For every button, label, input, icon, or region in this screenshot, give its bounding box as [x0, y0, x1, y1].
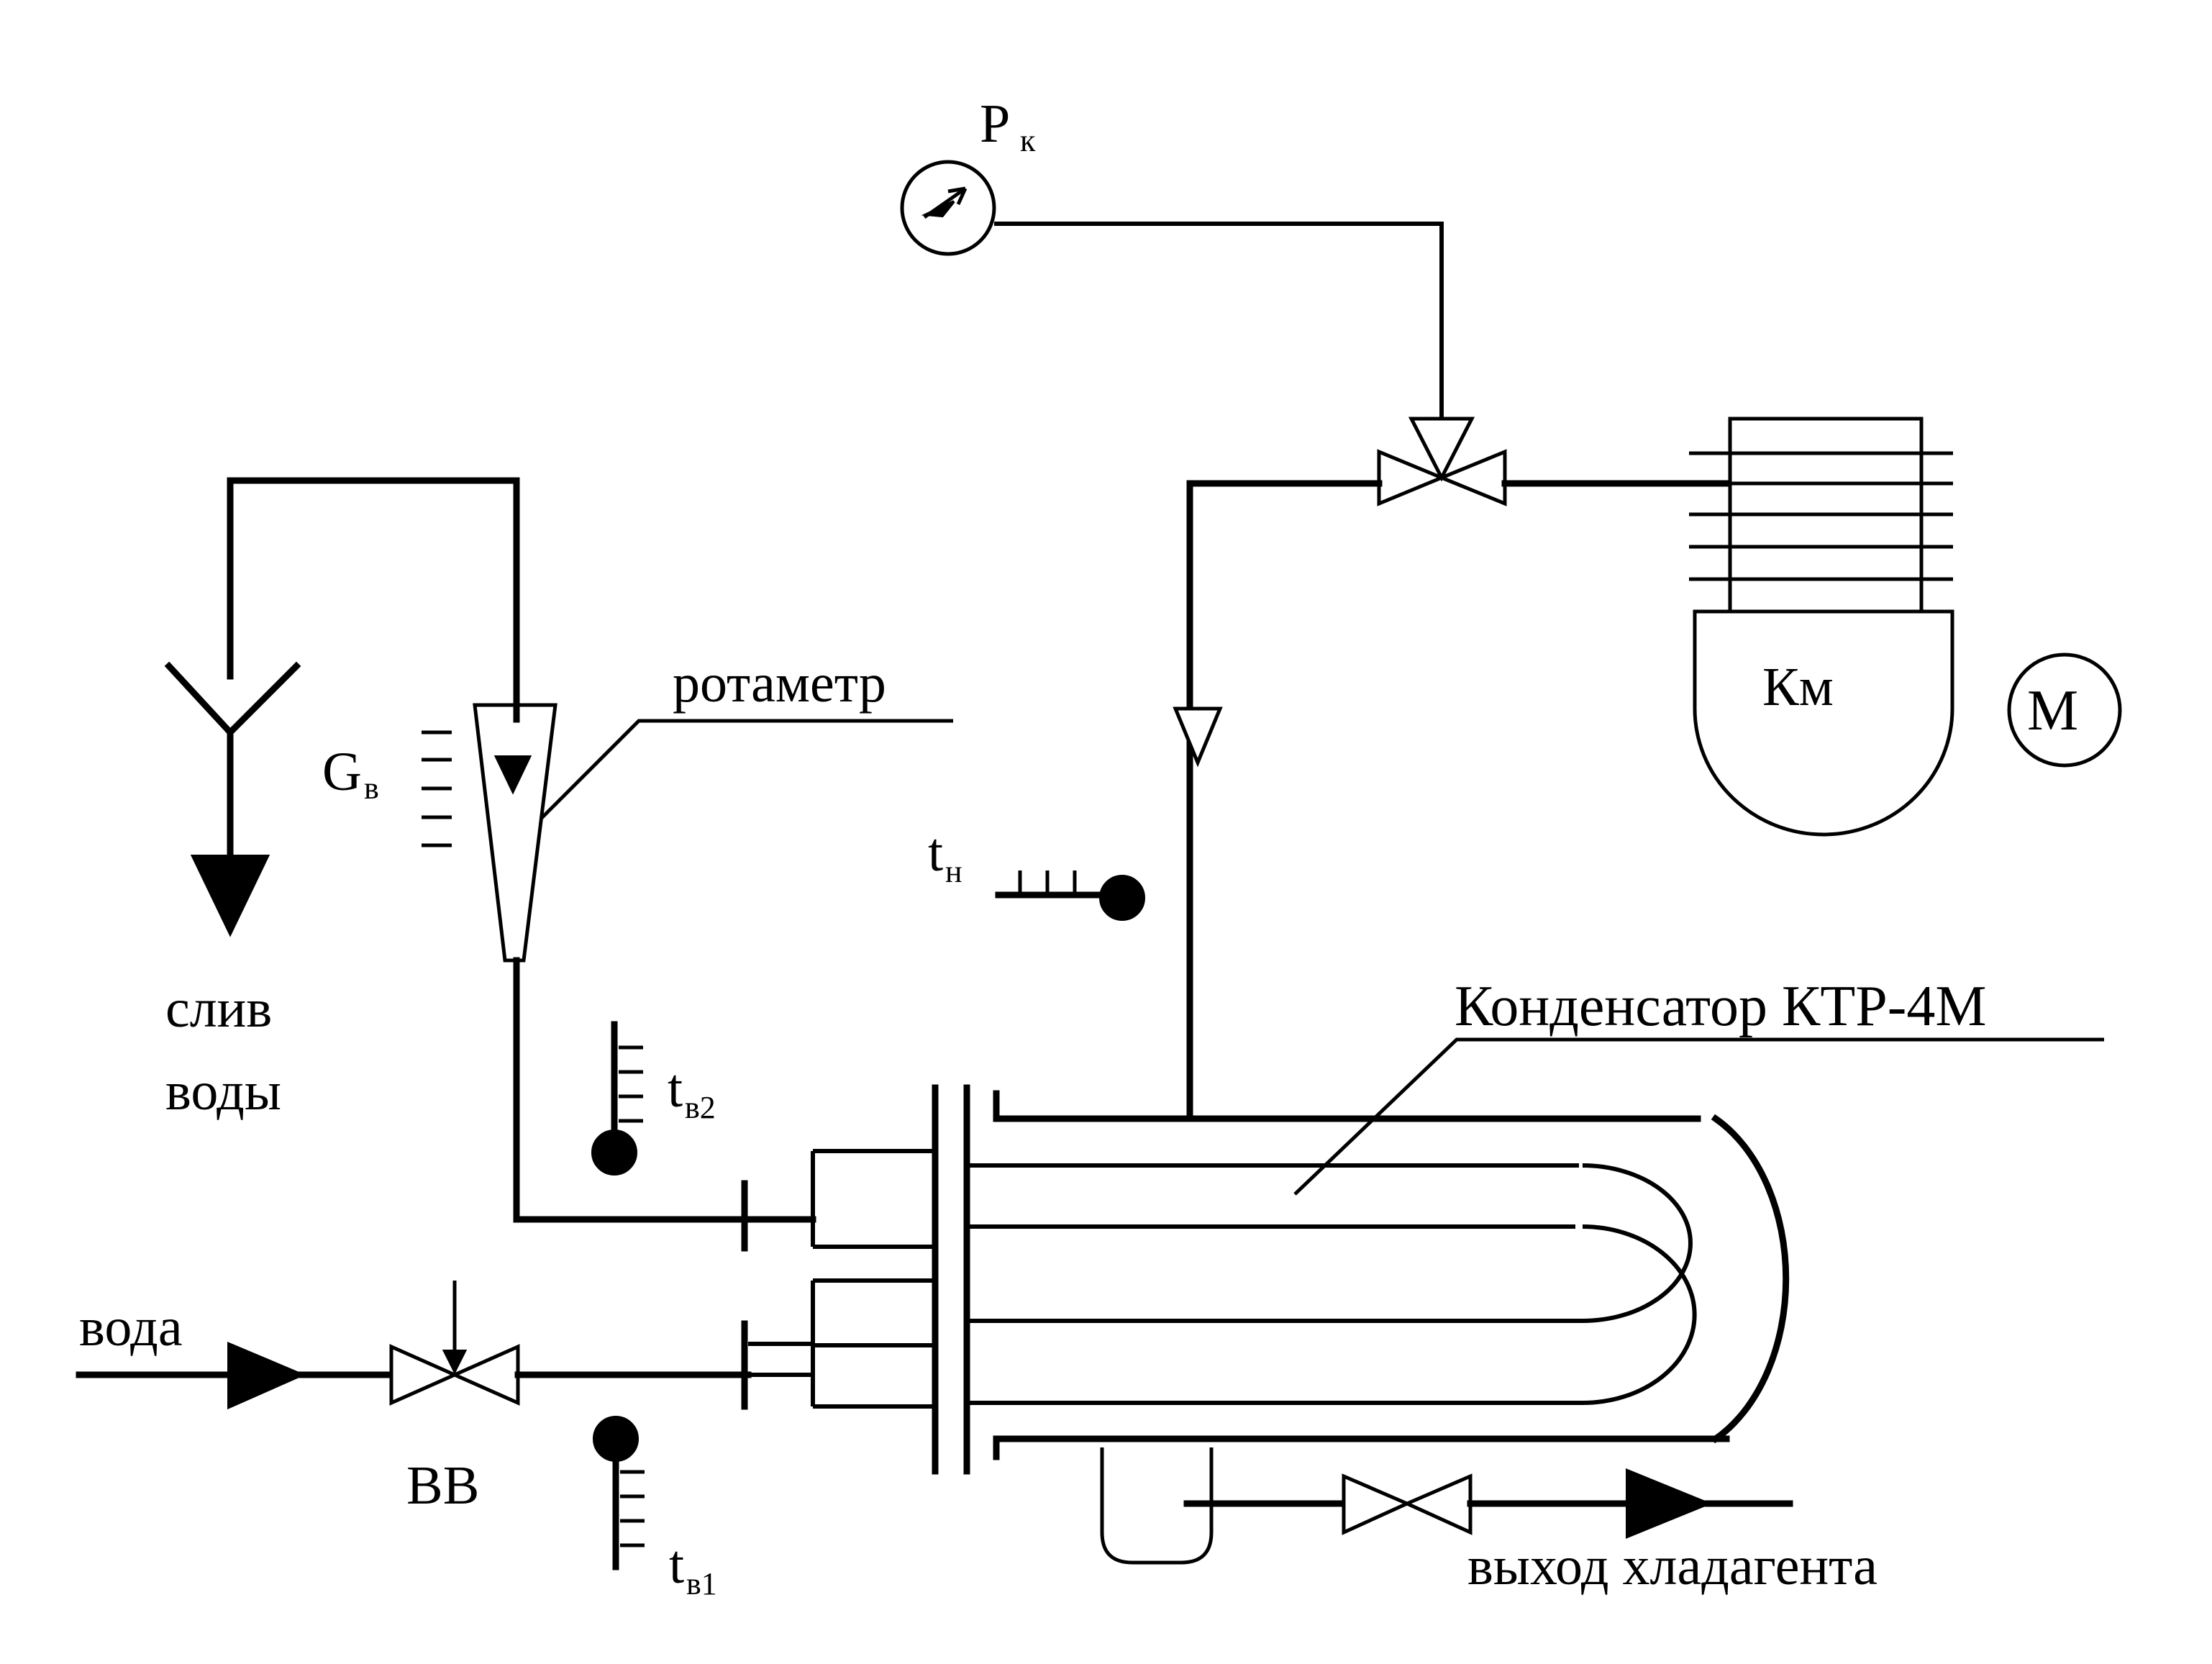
t-in-subscript: в1	[686, 1566, 717, 1601]
t-h-subscript: н	[945, 854, 962, 889]
t-h-label: t	[928, 822, 943, 883]
pressure-label: P	[980, 94, 1010, 154]
thermometer-t-h	[995, 870, 1145, 921]
condenser-water-header	[741, 1084, 970, 1475]
drain-label-line2: воды	[165, 1061, 281, 1122]
thermometer-t-out	[591, 1021, 643, 1176]
three-way-valve	[1377, 417, 1507, 506]
pressure-subscript: к	[1020, 123, 1036, 158]
compressor	[1689, 417, 1954, 837]
refrigerant-out-label: выход хладагента	[1467, 1536, 1878, 1596]
pressure-gauge	[900, 160, 996, 256]
water-inlet-arrow	[227, 1341, 306, 1410]
t-out-label: t	[668, 1058, 683, 1119]
drain-pipe	[227, 477, 520, 723]
refrigerant-out-valve	[1342, 1473, 1473, 1535]
motor-label: М	[2027, 679, 2078, 742]
refrigerant-flow-arrow	[1173, 706, 1223, 768]
t-in-label: t	[669, 1535, 684, 1595]
gauge-impulse-line	[994, 222, 1444, 424]
condenser-shell	[993, 1090, 1790, 1460]
thermometer-t-in	[593, 1416, 645, 1570]
water-valve	[389, 1281, 520, 1406]
discharge-pipe	[1186, 480, 1383, 1122]
t-out-subscript: в2	[685, 1090, 716, 1125]
drain-label-line1: слив	[165, 978, 272, 1039]
water-flow-subscript: в	[364, 770, 379, 806]
water-valve-label: ВВ	[406, 1455, 479, 1516]
condenser-tubes	[967, 1163, 1697, 1405]
water-label: вода	[79, 1297, 183, 1358]
refrigerant-out-arrow	[1626, 1468, 1713, 1539]
rotameter	[422, 703, 557, 963]
rotameter-leader	[540, 719, 953, 820]
compressor-label: Км	[1762, 657, 1834, 717]
water-outlet-pipe	[513, 957, 816, 1223]
condenser-label: Конденсатор КТР-4М	[1455, 975, 1987, 1038]
rotameter-label: ротаметр	[673, 653, 886, 714]
water-flow-label: G	[322, 742, 362, 802]
receiver	[1100, 1447, 1214, 1565]
condenser-leader	[1293, 1037, 2104, 1196]
drain-funnel	[164, 661, 301, 937]
motor-circle	[2007, 653, 2122, 768]
